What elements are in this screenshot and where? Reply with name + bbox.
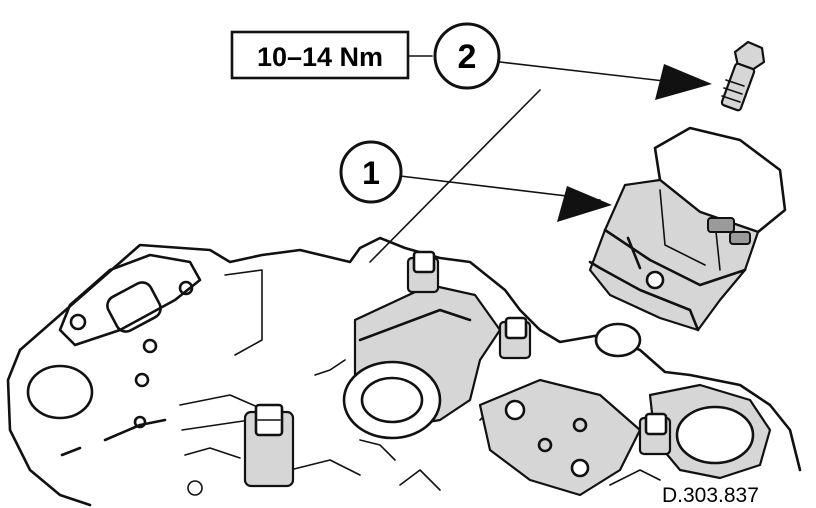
torque-label-box: 10–14 Nm xyxy=(230,30,410,80)
callout-2-number: 2 xyxy=(458,38,477,76)
callout-1: 1 xyxy=(339,140,403,204)
figure-code: D.303.837 xyxy=(662,484,759,507)
callout-1-number: 1 xyxy=(362,155,380,191)
thermostat-housing-illustration xyxy=(588,126,787,332)
leader-lines xyxy=(369,55,712,263)
bolt-illustration xyxy=(720,40,766,112)
arrow-to-housing xyxy=(557,186,612,222)
arrow-to-bolt xyxy=(655,64,712,100)
torque-label: 10–14 Nm xyxy=(257,42,383,72)
engine-block-illustration xyxy=(6,236,802,507)
callout-2: 2 xyxy=(433,22,501,90)
